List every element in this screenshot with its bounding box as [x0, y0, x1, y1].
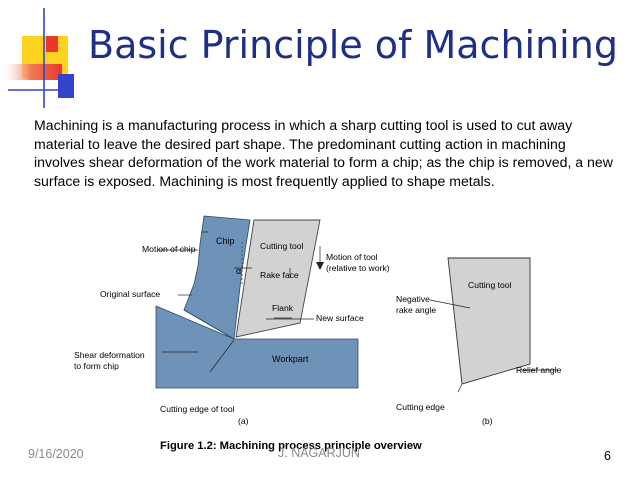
page-number: 6 — [604, 449, 611, 463]
label-relative-to-work: (relative to work) — [326, 263, 390, 273]
label-shear-deformation: Shear deformation — [74, 350, 145, 360]
label-chip: Chip — [216, 236, 235, 246]
label-b-cutting-edge: Cutting edge — [396, 402, 445, 412]
footer-date: 9/16/2020 — [28, 447, 84, 461]
tool-b-shape — [447, 257, 531, 385]
label-new-surface: New surface — [316, 313, 364, 323]
label-cutting-edge-of-tool: Cutting edge of tool — [160, 404, 235, 414]
machining-figure: Motion of chip Chip Cutting tool α Rake … — [74, 215, 562, 426]
label-rake-angle: rake angle — [396, 305, 436, 315]
label-alpha: α — [236, 266, 241, 276]
label-workpart: Workpart — [272, 354, 309, 364]
decorative-squares-graphic — [0, 8, 74, 108]
workpart-body — [155, 305, 359, 389]
label-motion-of-chip: Motion of chip — [142, 244, 196, 254]
label-rake-face: Rake face — [260, 270, 299, 280]
label-relief-angle: Relief angle — [516, 365, 562, 375]
label-original-surface: Original surface — [100, 289, 160, 299]
panel-a-diagram: Motion of chip Chip Cutting tool α Rake … — [74, 215, 390, 426]
panel-b-diagram: Cutting tool Negative rake angle Relief … — [396, 257, 562, 426]
figure-caption: Figure 1.2: Machining process principle … — [160, 440, 422, 452]
cutting-tool-shape — [235, 219, 321, 338]
footer-author: J. NAGARJUN — [278, 446, 360, 460]
label-panel-b: (b) — [482, 416, 493, 426]
label-panel-a: (a) — [238, 416, 249, 426]
label-b-cutting-tool: Cutting tool — [468, 280, 512, 290]
slide-title: Basic Principle of Machining — [88, 23, 618, 67]
body-paragraph: Machining is a manufacturing process in … — [34, 117, 613, 189]
label-negative: Negative — [396, 294, 430, 304]
label-to-form-chip: to form chip — [74, 361, 119, 371]
label-motion-of-tool: Motion of tool — [326, 252, 378, 262]
label-cutting-tool: Cutting tool — [260, 241, 304, 251]
label-flank: Flank — [272, 303, 294, 313]
